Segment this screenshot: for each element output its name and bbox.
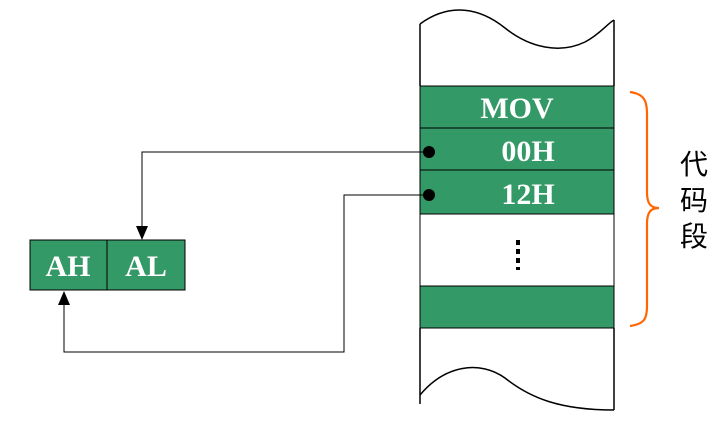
memory-cell-12h-label: 12H	[501, 178, 554, 211]
register-ah	[29, 239, 108, 291]
register-al	[106, 239, 186, 291]
memory-cell-00h	[419, 127, 615, 171]
arrowhead-ah	[58, 291, 70, 305]
segment-label-char-3: 段	[680, 220, 708, 253]
memory-bottom-edge	[419, 366, 615, 411]
memory-cell-12h	[419, 169, 615, 215]
segment-label-char-2: 码	[680, 184, 708, 217]
code-segment-brace	[629, 90, 660, 328]
memory-cell-00h-label: 00H	[501, 135, 554, 168]
memory-cell-mov-label: MOV	[480, 92, 554, 125]
register-al-label: AL	[125, 250, 167, 283]
segment-label-char-1: 代	[680, 148, 708, 181]
memory-cell-last	[419, 285, 615, 329]
register-ah-label: AH	[46, 250, 91, 283]
memory-cell-mov	[419, 85, 615, 129]
connector-12h-to-ah	[63, 194, 429, 353]
memory-top-edge	[419, 9, 615, 49]
connector-00h-to-al	[141, 151, 429, 228]
arrowhead-al	[136, 226, 148, 240]
